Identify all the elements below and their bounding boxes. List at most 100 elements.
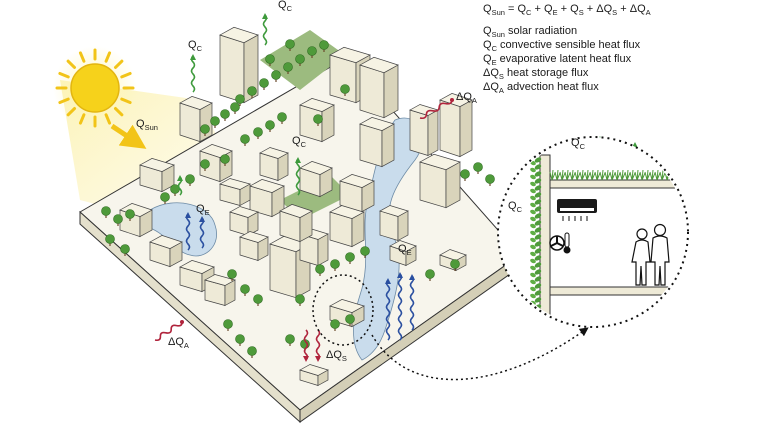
label-qc-zoom-left: QC (508, 200, 523, 214)
building (299, 364, 329, 387)
sun-ray (120, 97, 132, 105)
building (149, 235, 183, 268)
sun-ray (120, 71, 132, 79)
building (179, 96, 213, 143)
label-qc-mid: QC (292, 135, 307, 149)
buildings (119, 26, 473, 387)
label-qc-zoom-top: QC (571, 137, 586, 151)
building (204, 274, 236, 307)
trees (101, 39, 495, 358)
sun-ray (66, 59, 76, 69)
building (279, 204, 313, 243)
tree-icon (485, 174, 495, 186)
building (219, 26, 259, 104)
tree-icon (230, 102, 240, 114)
legend-item-solar: QSun solar radiation (483, 25, 577, 39)
tree-icon (283, 62, 293, 74)
label-qe-left: QE (196, 203, 210, 217)
legend-item-evaporative: QE evaporative latent heat flux (483, 53, 632, 67)
tree-icon (360, 246, 370, 258)
building (389, 240, 417, 267)
building (439, 93, 473, 158)
tree-icon (473, 162, 483, 174)
building (379, 205, 409, 242)
sun-ray (104, 113, 112, 125)
tree-icon (160, 192, 170, 204)
tree-icon (113, 214, 123, 226)
sun-ray (114, 107, 124, 117)
tree-icon (307, 46, 317, 58)
label-dqa-bottom: ΔQA (168, 336, 189, 350)
convective-flux-arrow (190, 54, 196, 93)
tree-icon (277, 112, 287, 124)
sun-ray (104, 51, 112, 63)
sun-ray (78, 113, 86, 125)
tree-icon (220, 109, 230, 121)
tree-icon (220, 154, 230, 166)
building (329, 299, 365, 328)
advection-flux-arrow (154, 320, 184, 342)
tree-icon (345, 314, 355, 326)
label-dqa-top: ΔQA (456, 91, 477, 105)
building (219, 178, 251, 207)
tree-icon (330, 319, 340, 331)
roof-slab (549, 179, 686, 189)
tree-icon (253, 127, 263, 139)
label-qc-top: QC (278, 0, 293, 13)
tree-icon (340, 84, 350, 96)
tree-icon (227, 269, 237, 281)
evaporative-flux-arrow (185, 212, 191, 251)
energy-balance-equation: QSun = QC + QE + QS + ΔQS + ΔQA (483, 3, 651, 17)
tree-icon (125, 209, 135, 221)
building (359, 56, 399, 119)
tree-icon (330, 259, 340, 271)
tree-icon (170, 184, 180, 196)
tree-icon (240, 134, 250, 146)
tree-icon (200, 124, 210, 136)
building (259, 147, 289, 182)
zoom-detail (497, 136, 689, 328)
air-conditioner-icon (557, 199, 597, 221)
building (119, 203, 153, 238)
building (249, 179, 285, 218)
label-qsun: QSun (136, 118, 158, 132)
tree-icon (223, 319, 233, 331)
storage-flux-arrow (315, 329, 321, 362)
convective-flux-arrow (262, 13, 268, 46)
advection-flux-arrow (419, 98, 454, 120)
tree-icon (247, 346, 257, 358)
tree-icon (345, 252, 355, 264)
sun-ray (58, 71, 70, 79)
fan-thermometer-icon (549, 232, 571, 254)
building (339, 174, 375, 213)
tree-icon (210, 116, 220, 128)
storage-flux-arrow (303, 329, 309, 362)
building (359, 117, 395, 168)
building (299, 161, 333, 198)
building (329, 205, 365, 248)
sun-ray (66, 107, 76, 117)
sun-ray (58, 97, 70, 105)
people-icon (631, 223, 670, 286)
solar-radiation-arrow (110, 123, 147, 149)
tree-icon (101, 206, 111, 218)
tree-icon (285, 334, 295, 346)
convective-flux-arrow (295, 157, 301, 196)
evaporative-flux-arrow (409, 274, 415, 331)
tree-icon (235, 334, 245, 346)
label-dqs: ΔQS (326, 349, 347, 363)
tree-icon (313, 114, 323, 126)
floor-slab (549, 286, 686, 296)
sun-icon (53, 46, 137, 130)
tree-icon (105, 234, 115, 246)
building (229, 206, 259, 237)
tree-icon (285, 39, 295, 51)
building (299, 98, 335, 143)
tree-icon (247, 86, 257, 98)
tree-icon (295, 294, 305, 306)
tree-icon (253, 294, 263, 306)
evaporative-flux-arrow (397, 272, 403, 341)
zoom-connector (312, 274, 589, 381)
tree-icon (460, 169, 470, 181)
